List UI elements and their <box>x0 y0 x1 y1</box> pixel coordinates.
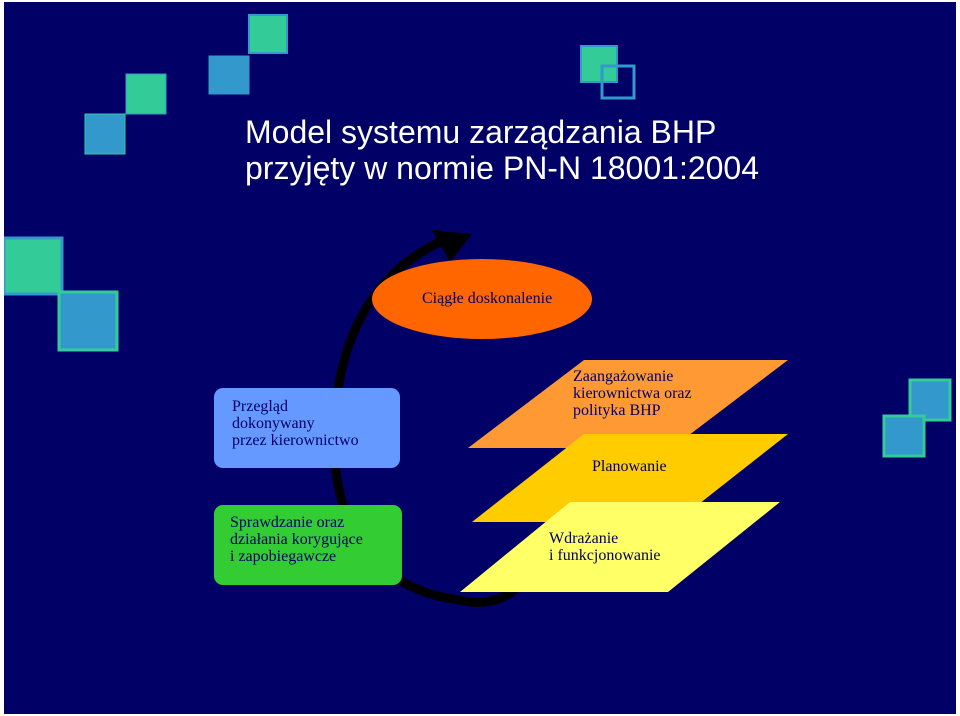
check-box-label: Sprawdzanie oraz działania korygujące i … <box>230 514 363 565</box>
implementation-layer-label: Wdrażanie i funkcjonowanie <box>549 530 661 564</box>
deco-square <box>248 14 288 54</box>
implementation-layer <box>460 502 780 592</box>
decorative-squares <box>4 14 952 458</box>
deco-square <box>4 236 64 296</box>
page-title-line-2: przyjęty w normie PN-N 18001:2004 <box>245 150 760 186</box>
planning-layer-label: Planowanie <box>592 458 667 475</box>
deco-square <box>600 64 636 100</box>
deco-square <box>57 290 119 352</box>
slide: Model systemu zarządzania BHP przyjęty w… <box>4 2 956 714</box>
deco-square <box>882 414 926 458</box>
ellipse-label: Ciągłe doskonalenie <box>422 290 553 307</box>
check-box <box>214 505 402 585</box>
cycle-arrowhead <box>432 230 472 262</box>
page-title-line-1: Model systemu zarządzania BHP <box>245 114 717 150</box>
policy-layer <box>468 360 788 448</box>
review-box-label: Przegląd dokonywany przez kierownictwo <box>232 398 359 449</box>
deco-square <box>84 113 126 155</box>
deco-square <box>580 45 618 83</box>
planning-layer <box>472 434 788 522</box>
deco-square <box>908 378 952 422</box>
deco-square <box>125 73 167 115</box>
continuous-improvement-ellipse <box>372 259 592 339</box>
review-box <box>214 388 400 468</box>
deco-square <box>208 55 250 95</box>
policy-layer-label: Zaangażowanie kierownictwa oraz polityka… <box>573 368 692 419</box>
diagram-art <box>4 14 952 607</box>
